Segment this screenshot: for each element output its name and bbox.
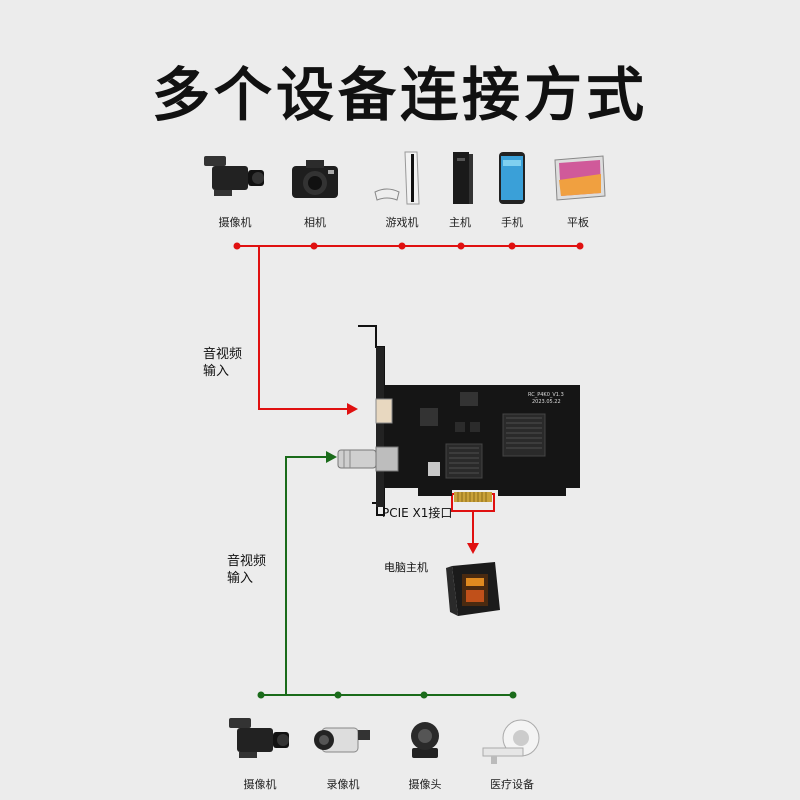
device-game-console: 游戏机 <box>362 150 442 230</box>
bus-dot <box>334 691 342 699</box>
svg-text:RC_P4K0_V1.3: RC_P4K0_V1.3 <box>528 392 564 398</box>
medical-device-icon <box>482 719 540 764</box>
pcie-arrow-icon <box>467 543 479 554</box>
device-tablet: 平板 <box>538 150 618 230</box>
device-ptz-camera: 摄像头 <box>385 712 465 792</box>
device-camera: 相机 <box>275 150 355 230</box>
device-label: 医疗设备 <box>490 778 534 791</box>
bus-dot <box>509 691 517 699</box>
device-label: 摄像机 <box>218 216 252 229</box>
device-label: 摄像头 <box>408 778 442 791</box>
camcorder-icon <box>204 156 264 196</box>
bus-dot <box>576 242 584 250</box>
top-input-label: 音视频 输入 <box>203 346 242 380</box>
bus-dot <box>398 242 406 250</box>
camera-icon <box>292 160 338 198</box>
device-camcorder-bottom: 摄像机 <box>220 712 300 792</box>
top-input-label-line1: 音视频 <box>203 347 243 362</box>
device-label: 游戏机 <box>385 216 419 229</box>
bus-dot <box>457 242 465 250</box>
device-camcorder: 摄像机 <box>195 150 275 230</box>
bus-dot <box>508 242 516 250</box>
phone-icon <box>499 152 525 204</box>
page-title: 多个设备连接方式 <box>151 61 648 129</box>
device-label: 摄像机 <box>243 778 277 791</box>
device-medical: 医疗设备 <box>472 712 552 792</box>
game-console-icon <box>374 151 420 205</box>
device-label: 录像机 <box>326 778 360 791</box>
green-input-line <box>285 456 328 695</box>
bottom-input-label-line1: 音视频 <box>227 554 267 569</box>
bus-dot <box>233 242 241 250</box>
tablet-icon <box>554 155 606 201</box>
top-input-label-line2: 输入 <box>203 364 230 379</box>
red-input-line <box>258 246 350 410</box>
green-arrow-icon <box>326 451 337 463</box>
bus-dot <box>310 242 318 250</box>
device-phone: 手机 <box>472 150 552 230</box>
red-arrow-icon <box>347 403 358 415</box>
bottom-input-label-line2: 输入 <box>227 571 254 586</box>
ptz-camera-icon <box>411 722 439 758</box>
desktop-tower-icon <box>453 152 473 204</box>
device-label: 相机 <box>304 216 326 229</box>
bottom-input-label: 音视频 输入 <box>227 553 266 587</box>
bus-dot <box>257 691 265 699</box>
capture-card-icon: RC_P4K0_V1.3 2023.05.22 <box>337 325 580 516</box>
pc-label: 电脑主机 <box>384 561 428 574</box>
device-video-recorder: 录像机 <box>303 712 383 792</box>
svg-text:2023.05.22: 2023.05.22 <box>532 399 561 405</box>
device-label: 主机 <box>449 216 471 229</box>
video-recorder-icon <box>314 727 370 753</box>
bus-dot <box>420 691 428 699</box>
device-label: 平板 <box>567 216 589 229</box>
device-label: 手机 <box>501 216 523 229</box>
device-desktop: 主机 <box>420 150 500 230</box>
pc-tower-icon <box>446 562 500 616</box>
camcorder-icon <box>229 718 289 758</box>
pcie-label: PCIE X1接口 <box>382 506 453 520</box>
